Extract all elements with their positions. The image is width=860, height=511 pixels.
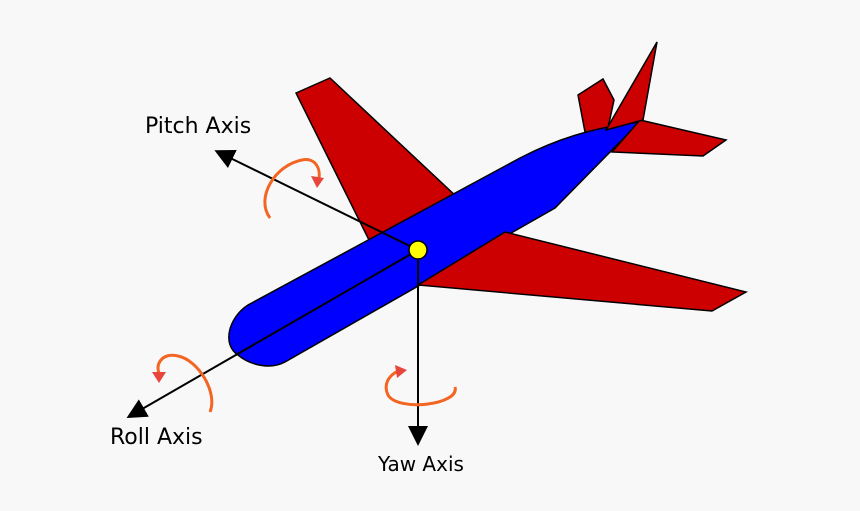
- roll-axis-label: Roll Axis: [110, 425, 203, 450]
- far-horizontal-stabilizer: [577, 77, 615, 133]
- pitch-axis-line: [214, 150, 419, 251]
- yaw-rotation-icon: [384, 368, 457, 407]
- pitch-rotation-icon: [263, 158, 321, 219]
- center-of-gravity: [408, 240, 428, 260]
- roll-rotation-arrowhead-icon: [152, 372, 166, 383]
- near-horizontal-stabilizer: [610, 119, 728, 157]
- fuselage: [228, 120, 643, 367]
- pitch-axis-label: Pitch Axis: [145, 114, 252, 139]
- pitch-rotation-arrowhead-icon: [311, 176, 324, 188]
- near-wing: [415, 231, 749, 312]
- yaw-axis-label: Yaw Axis: [378, 452, 464, 476]
- roll-axis-line: [126, 249, 419, 418]
- roll-rotation-icon: [156, 353, 214, 413]
- vertical-stabilizer: [604, 41, 658, 132]
- yaw-rotation-arrowhead-icon: [395, 365, 407, 378]
